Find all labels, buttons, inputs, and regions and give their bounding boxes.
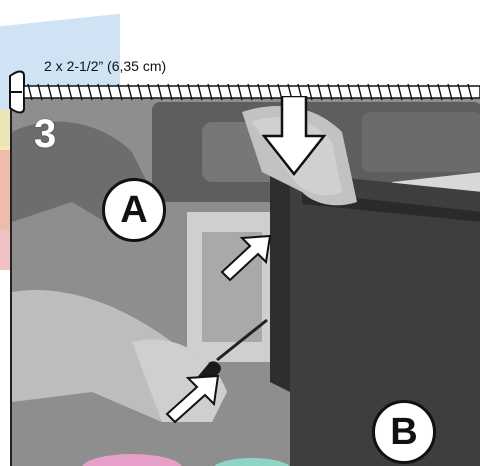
callout-a: A — [102, 178, 166, 242]
step-number: 3 — [34, 112, 56, 157]
screw-spec-label: 2 x 2-1/2” (6,35 cm) — [44, 58, 166, 74]
pointer-arrow-icon — [162, 372, 222, 426]
down-arrow-icon — [262, 96, 326, 176]
callout-b: B — [372, 400, 436, 464]
pointer-arrow-icon — [218, 232, 274, 284]
screw-icon — [8, 70, 480, 114]
